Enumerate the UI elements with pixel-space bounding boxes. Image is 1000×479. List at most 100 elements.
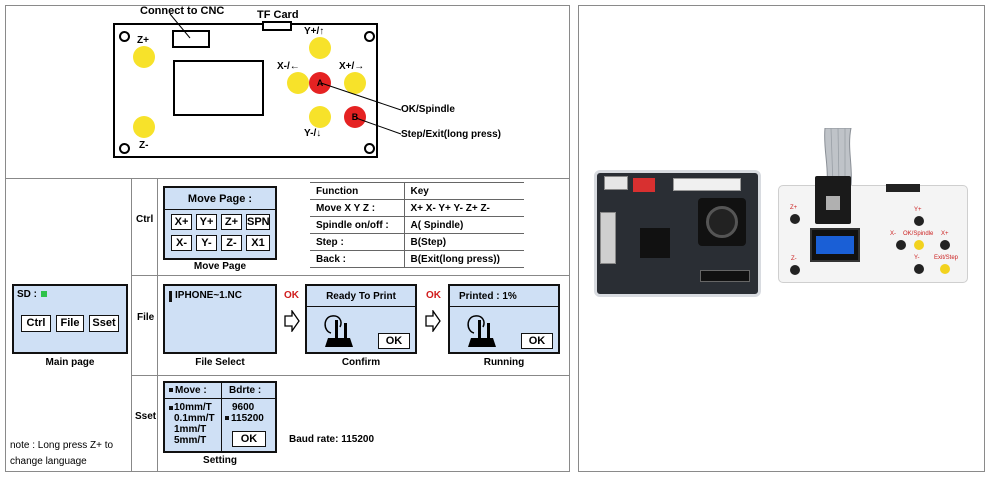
x-plus-button[interactable]: X+ [171, 214, 192, 230]
header-function: Function [310, 182, 405, 200]
board-bottom-header [700, 270, 750, 282]
z-plus-label: Z+ [137, 35, 149, 46]
y-plus-button[interactable]: Y+ [196, 214, 217, 230]
tf-card-slot-photo [886, 184, 920, 192]
step-x1-button[interactable]: X1 [246, 235, 270, 251]
spindle-button[interactable]: SPN [246, 214, 270, 230]
running-caption: Running [483, 357, 525, 368]
z-minus-button[interactable]: Z- [221, 235, 242, 251]
table-row: Step :B(Step) [310, 233, 524, 251]
key-cell: X+ X- Y+ Y- Z+ Z- [404, 199, 524, 217]
y-plus-button-photo[interactable] [914, 216, 924, 226]
file-select-screen: IPHONE~1.NC [163, 284, 277, 354]
right-arrow-icon [425, 310, 441, 332]
ok-transition-label: OK [284, 290, 299, 301]
printer-icon [324, 315, 353, 347]
sset-button[interactable]: Sset [89, 315, 119, 332]
sd-status-indicator [41, 291, 47, 297]
grid-divider [5, 178, 570, 179]
photo-label-x-plus: X+ [941, 231, 949, 237]
move-option[interactable]: 10mm/T [174, 402, 212, 413]
setting-ok-button[interactable]: OK [232, 431, 266, 447]
main-page-screen: SD : Ctrl File Sset [12, 284, 128, 354]
y-minus-key [309, 106, 331, 128]
baud-option-marker [225, 416, 229, 420]
board-left-header [600, 212, 616, 264]
file-button[interactable]: File [56, 315, 84, 332]
move-option[interactable]: 1mm/T [174, 424, 207, 435]
x-plus-button-photo[interactable] [940, 240, 950, 250]
handheld-controller [778, 185, 968, 283]
x-plus-label: X+/→ [339, 61, 365, 72]
key-cell: B(Step) [404, 233, 524, 251]
running-ok-button[interactable]: OK [521, 333, 553, 349]
baud-rate-text: Baud rate: 115200 [289, 434, 375, 445]
header-key: Key [404, 182, 524, 200]
oled-display [810, 228, 860, 262]
oled-glow [816, 236, 854, 254]
function-cell: Move X Y Z : [310, 199, 405, 217]
exit-step-button-photo[interactable] [940, 264, 950, 274]
z-minus-button-photo[interactable] [790, 265, 800, 275]
x-minus-button-photo[interactable] [896, 240, 906, 250]
move-page-caption: Move Page [193, 261, 247, 272]
table-row: Back :B(Exit(long press)) [310, 250, 524, 268]
move-option[interactable]: 0.1mm/T [174, 413, 215, 424]
z-plus-button[interactable]: Z+ [221, 214, 242, 230]
y-minus-button-photo[interactable] [914, 264, 924, 274]
note-line-2: change language [10, 456, 87, 467]
cooling-fan-icon [698, 198, 746, 246]
grid-divider [131, 178, 132, 472]
language-note: note : Long press Z+ to change language [10, 438, 113, 470]
sd-status: SD : [17, 289, 37, 300]
function-cell: Step : [310, 233, 405, 251]
photo-label-z-plus: Z+ [790, 205, 798, 211]
z-plus-key [133, 46, 155, 68]
running-title-rule [450, 306, 558, 307]
fan-rotor [706, 206, 738, 238]
move-option-marker [169, 406, 173, 410]
mount-hole [364, 31, 375, 42]
file-select-caption: File Select [195, 357, 245, 368]
z-plus-button-photo[interactable] [790, 214, 800, 224]
move-header: Move : [175, 385, 207, 396]
z-minus-key [133, 116, 155, 138]
baud-option[interactable]: 9600 [232, 402, 255, 413]
tf-card-label: TF Card [257, 9, 299, 21]
confirm-ok-button[interactable]: OK [378, 333, 410, 349]
setting-header-rule [165, 398, 275, 399]
row-label-file: File [137, 312, 155, 323]
grid-divider [131, 375, 570, 376]
running-screen: Printed : 1% OK [448, 284, 560, 354]
a-key: A [309, 72, 331, 94]
ctrl-button[interactable]: Ctrl [21, 315, 51, 332]
callout-lines [169, 13, 402, 135]
row-label-ctrl: Ctrl [136, 214, 154, 225]
y-minus-label: Y-/↓ [304, 128, 322, 139]
confirm-caption: Confirm [341, 357, 381, 368]
grid-divider [131, 275, 570, 276]
function-cell: Spindle on/off : [310, 216, 405, 234]
ok-spindle-button-photo[interactable] [914, 240, 924, 250]
move-option[interactable]: 5mm/T [174, 435, 207, 446]
tf-card-slot [262, 21, 292, 31]
b-key: B [344, 106, 366, 128]
right-arrow-icon [284, 310, 300, 332]
y-minus-button[interactable]: Y- [196, 235, 217, 251]
board-chip [640, 228, 670, 258]
main-page-caption: Main page [45, 357, 95, 368]
photo-label-ok-spindle: OK/Spindle [903, 231, 934, 237]
x-minus-label: X-/← [277, 61, 300, 72]
setting-caption: Setting [203, 455, 237, 466]
connector-pins [826, 196, 840, 210]
photo-label-y-minus: Y- [914, 255, 920, 261]
confirm-screen: Ready To Print OK [305, 284, 417, 354]
x-minus-button[interactable]: X- [171, 235, 192, 251]
setting-screen: Move : Bdrte : 10mm/T 0.1mm/T 1mm/T 5mm/… [163, 381, 277, 453]
mount-hole [119, 143, 130, 154]
x-plus-key [344, 72, 366, 94]
baud-option[interactable]: 115200 [231, 413, 264, 424]
file-name[interactable]: IPHONE~1.NC [175, 290, 242, 301]
printer-icon [467, 315, 496, 347]
